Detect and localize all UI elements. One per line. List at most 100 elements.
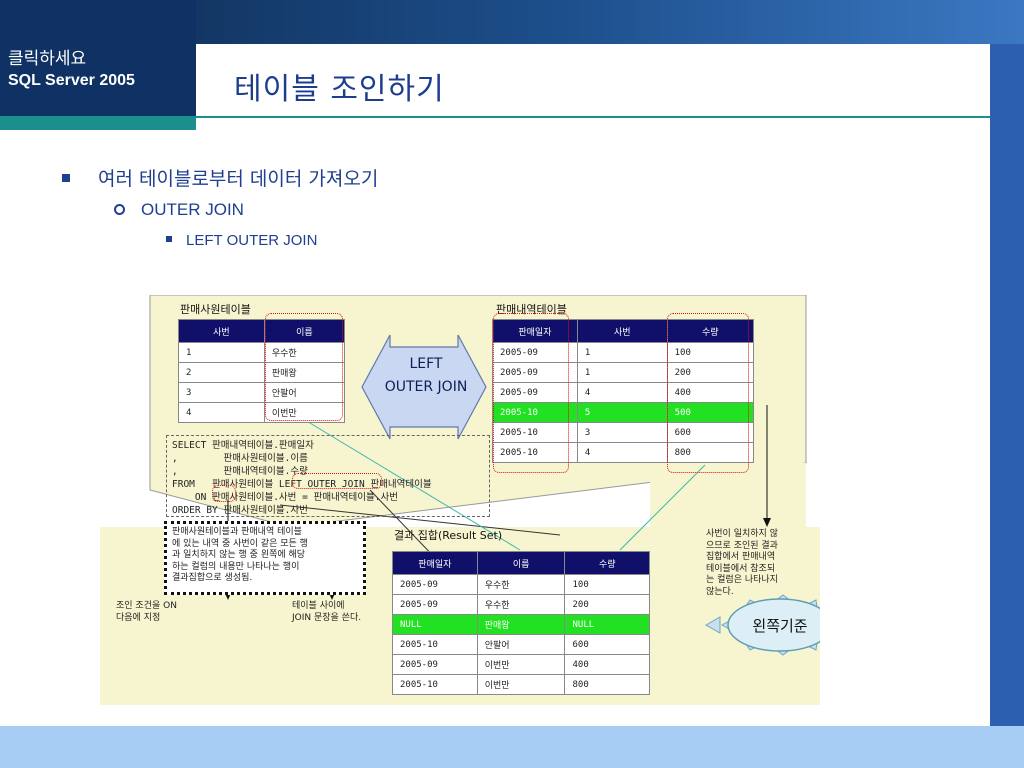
brand-accent-bar bbox=[0, 116, 196, 130]
sql-line: FROM 판매사원테이블 LEFT OUTER JOIN 판매내역테이블 bbox=[172, 479, 432, 490]
sql-line: , 판매사원테이블.이름 bbox=[172, 453, 308, 464]
table-cell: 1 bbox=[576, 342, 668, 363]
table-cell: 5 bbox=[576, 402, 668, 423]
sql-box bbox=[166, 435, 490, 517]
bullet-level2: OUTER JOIN bbox=[114, 200, 244, 220]
brand-line1: 클릭하세요 bbox=[8, 49, 87, 69]
table-cell: 2005-09 bbox=[392, 654, 478, 675]
circle-bullet-icon bbox=[114, 204, 125, 216]
brand-line2: SQL Server 2005 bbox=[8, 72, 135, 89]
table-cell: 800 bbox=[666, 442, 755, 463]
table-cell: NULL bbox=[392, 614, 478, 635]
highlight-circle bbox=[493, 313, 569, 473]
explanation-box bbox=[164, 521, 366, 595]
sql-line: ON 판매사원테이블.사번 = 판매내역테이블.사번 bbox=[172, 492, 398, 503]
table-cell: 2005-09 bbox=[392, 594, 478, 615]
table-cell: 판매왕 bbox=[476, 614, 566, 635]
table-cell: 3 bbox=[178, 382, 265, 403]
highlight-circle bbox=[292, 473, 382, 489]
double-arrow-icon bbox=[361, 334, 487, 440]
table-cell: 4 bbox=[576, 442, 668, 463]
square-bullet-icon bbox=[166, 236, 172, 243]
sales-table-title: 판매내역테이블 bbox=[496, 303, 567, 316]
table-cell: 200 bbox=[666, 362, 755, 383]
highlight-circle bbox=[212, 485, 236, 502]
bullet-level1: 여러 테이블로부터 데이터 가져오기 bbox=[62, 164, 378, 191]
table-header-cell: 판매일자 bbox=[392, 551, 478, 575]
emp-table-title: 판매사원테이블 bbox=[180, 303, 251, 316]
table-header-cell: 수량 bbox=[666, 319, 755, 343]
highlight-circle bbox=[265, 313, 343, 421]
sql-line: ORDER BY 판매사원테이블.사번 bbox=[172, 505, 308, 516]
table-header-cell: 사번 bbox=[178, 319, 265, 343]
page-title: 테이블 조인하기 bbox=[234, 72, 445, 107]
explanation-text: 판매사원테이블과 판매내역 테이블 에 있는 내역 중 사번이 같은 모든 행 … bbox=[172, 527, 308, 583]
table-cell: 2 bbox=[178, 362, 265, 383]
bottom-band bbox=[0, 726, 1024, 768]
table-cell: 2005-09 bbox=[492, 342, 578, 363]
sql-line: SELECT 판매내역테이블.판매일자 bbox=[172, 440, 314, 451]
table-cell: 800 bbox=[564, 674, 650, 695]
table-header-cell: 사번 bbox=[576, 319, 668, 343]
table-cell: NULL bbox=[564, 614, 650, 635]
table-cell: 2005-09 bbox=[492, 362, 578, 383]
arrow-label-2: OUTER JOIN bbox=[384, 379, 468, 395]
table-cell: 2005-09 bbox=[492, 382, 578, 403]
table-cell: 200 bbox=[564, 594, 650, 615]
sql-line: , 판매내역테이블.수량 bbox=[172, 466, 308, 477]
title-underline bbox=[196, 116, 1024, 118]
arrow-label-1: LEFT bbox=[409, 356, 443, 372]
table-cell: 2005-09 bbox=[392, 574, 478, 595]
table-cell: 3 bbox=[576, 422, 668, 443]
table-header-cell: 판매일자 bbox=[492, 319, 578, 343]
square-bullet-icon bbox=[62, 173, 70, 182]
table-header-cell: 수량 bbox=[564, 551, 650, 575]
table-cell: 2005-10 bbox=[492, 442, 578, 463]
table-cell: 2005-10 bbox=[392, 674, 478, 695]
right-side-bar bbox=[990, 44, 1024, 750]
note-unmatched: 사번이 일치하지 않 으므로 조인된 결과 집합에서 판매내역 테이블에서 참조… bbox=[706, 529, 778, 597]
highlight-circle bbox=[667, 313, 749, 473]
brand-block: 클릭하세요 SQL Server 2005 bbox=[0, 0, 196, 116]
result-set-title: 결과 집합(Result Set) bbox=[394, 529, 503, 542]
table-cell: 우수한 bbox=[263, 342, 346, 363]
note-on-condition: 조인 조건을 ON 다음에 지정 bbox=[116, 601, 177, 623]
table-cell: 2005-10 bbox=[392, 634, 478, 655]
table-cell: 1 bbox=[178, 342, 265, 363]
table-cell: 이번만 bbox=[476, 674, 566, 695]
table-cell: 4 bbox=[178, 402, 265, 423]
table-cell: 2005-10 bbox=[492, 402, 578, 423]
table-cell: 1 bbox=[576, 362, 668, 383]
table-cell: 4 bbox=[576, 382, 668, 403]
table-cell: 우수한 bbox=[476, 594, 566, 615]
table-cell: 이번만 bbox=[476, 654, 566, 675]
table-cell: 우수한 bbox=[476, 574, 566, 595]
badge-left-basis: 왼쪽기준 bbox=[752, 617, 808, 635]
bullet-level3: LEFT OUTER JOIN bbox=[166, 232, 317, 249]
table-header-cell: 이름 bbox=[476, 551, 566, 575]
note-join-statement: 테이블 사이에 JOIN 문장을 쓴다. bbox=[292, 601, 362, 623]
table-cell: 2005-10 bbox=[492, 422, 578, 443]
table-cell: 안팔어 bbox=[476, 634, 566, 655]
table-cell: 100 bbox=[564, 574, 650, 595]
table-cell: 이번만 bbox=[263, 402, 346, 423]
table-cell: 600 bbox=[564, 634, 650, 655]
table-cell: 400 bbox=[564, 654, 650, 675]
table-cell: 600 bbox=[666, 422, 755, 443]
